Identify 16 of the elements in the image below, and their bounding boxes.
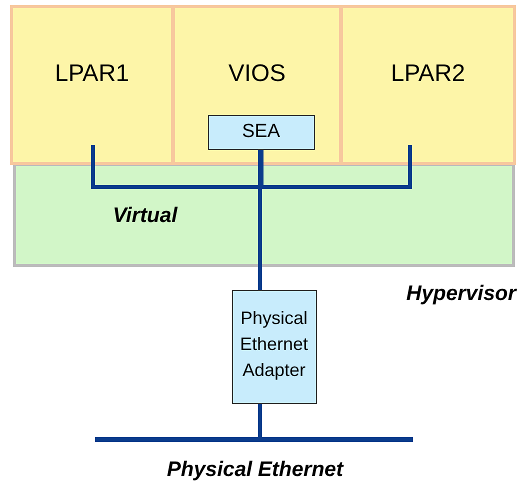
node-label: LPAR1 <box>54 60 130 88</box>
node-label: SEA <box>240 121 282 143</box>
adapter-box <box>232 290 317 404</box>
node-label: LPAR2 <box>390 60 466 88</box>
ethernet-bar <box>95 437 413 442</box>
network-label: Virtual <box>112 204 179 228</box>
node-label: VIOS <box>227 60 287 88</box>
network-line <box>258 404 262 437</box>
network-label: Physical Ethernet <box>166 458 345 482</box>
partition-box <box>172 5 342 165</box>
node-label: Physical Ethernet Adapter <box>238 307 310 382</box>
adapter-box <box>208 115 315 150</box>
partition-box <box>10 5 174 165</box>
network-line <box>258 150 262 290</box>
network-label: Hypervisor <box>405 282 516 306</box>
partition-box <box>340 5 516 165</box>
